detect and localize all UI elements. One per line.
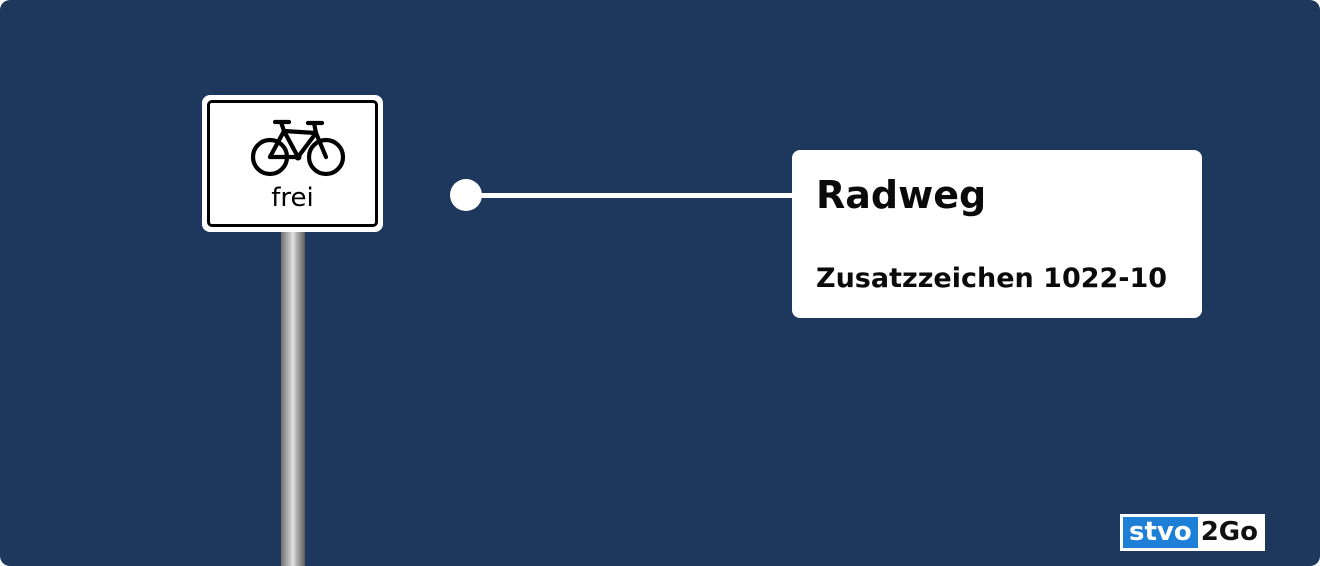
connector-line [466,193,796,198]
logo-part-stvo: stvo [1123,517,1198,548]
card-title: Radweg [816,173,987,217]
info-card: Radweg Zusatzzeichen 1022-10 [792,150,1202,318]
card-subtitle: Zusatzzeichen 1022-10 [816,263,1168,294]
sign-text: frei [271,183,314,213]
sign-pole [281,226,305,566]
connector-dot [450,179,482,211]
logo-part-2go: 2Go [1200,517,1259,547]
traffic-sign: frei [202,95,383,232]
brand-logo: stvo 2Go [1120,514,1266,551]
bicycle-icon [250,119,346,177]
sign-border: frei [207,100,378,227]
